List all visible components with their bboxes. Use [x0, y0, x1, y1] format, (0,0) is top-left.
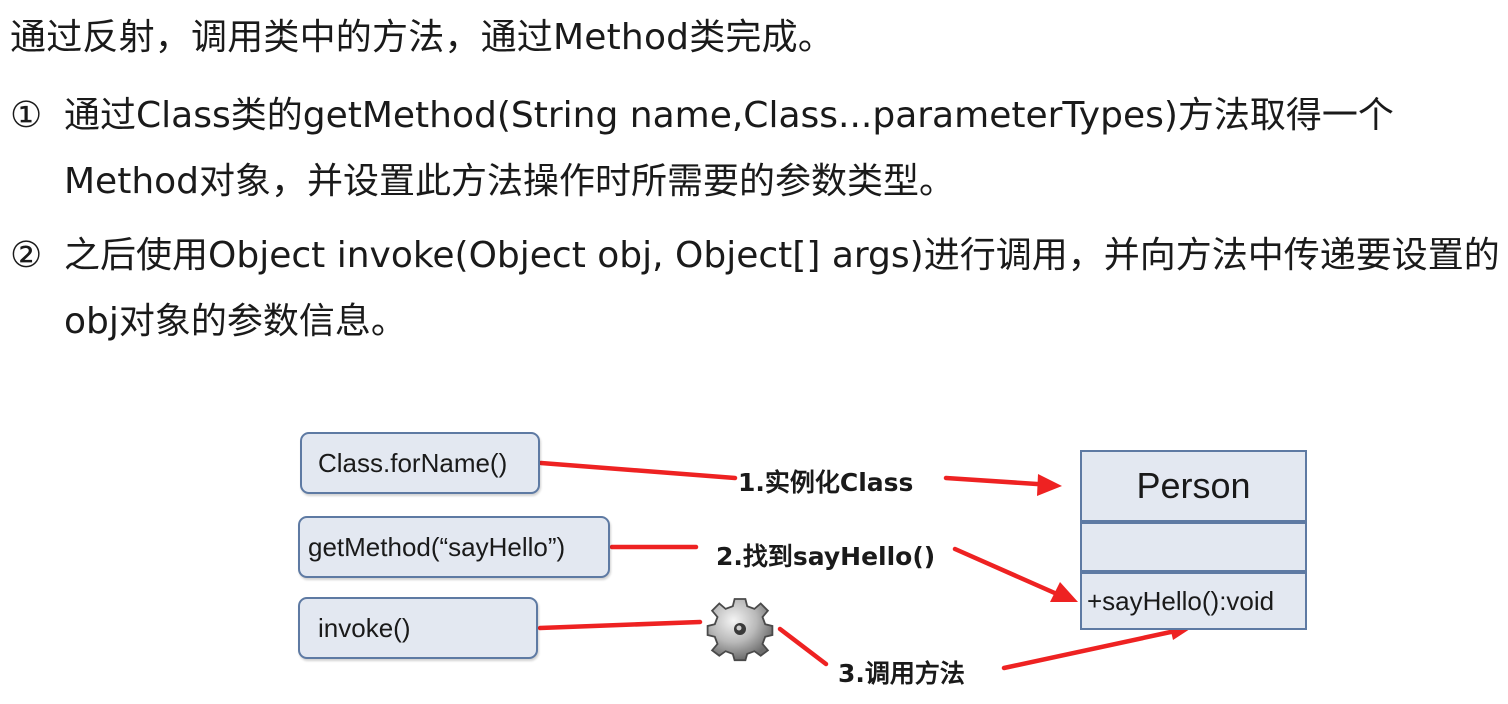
arrow-getmethod-right	[952, 546, 1069, 601]
step-2-text: 之后使用Object invoke(Object obj, Object[] a…	[64, 235, 1500, 342]
invoke-box: invoke()	[298, 597, 538, 659]
arrow-forname-left	[538, 460, 738, 481]
arrow-label-find-method: 2.找到sayHello()	[716, 542, 936, 571]
step-2-number: ②	[10, 235, 43, 276]
person-class-method: +sayHello():void	[1080, 572, 1307, 630]
arrow-label-invoke: 3.调用方法	[838, 659, 965, 688]
person-class-attributes	[1080, 522, 1307, 572]
arrow-getmethod-head	[1050, 582, 1078, 602]
intro-text: 通过反射，调用类中的方法，通过Method类完成。	[10, 17, 835, 58]
arrow-invoke-gear	[777, 626, 829, 667]
arrow-forname-head	[1037, 474, 1062, 496]
class-forname-box: Class.forName()	[300, 432, 540, 494]
arrow-label-instantiate: 1.实例化Class	[738, 468, 914, 497]
arrow-invoke-left	[537, 619, 703, 631]
step-1-text: 通过Class类的getMethod(String name,Class...p…	[64, 95, 1394, 202]
step-1-number: ①	[10, 95, 43, 136]
arrow-forname-right	[943, 475, 1055, 488]
getmethod-box: getMethod(“sayHello”)	[298, 516, 610, 578]
gear-icon	[706, 598, 774, 662]
arrow-invoke-right	[1001, 627, 1183, 671]
person-class-name: Person	[1080, 450, 1307, 522]
